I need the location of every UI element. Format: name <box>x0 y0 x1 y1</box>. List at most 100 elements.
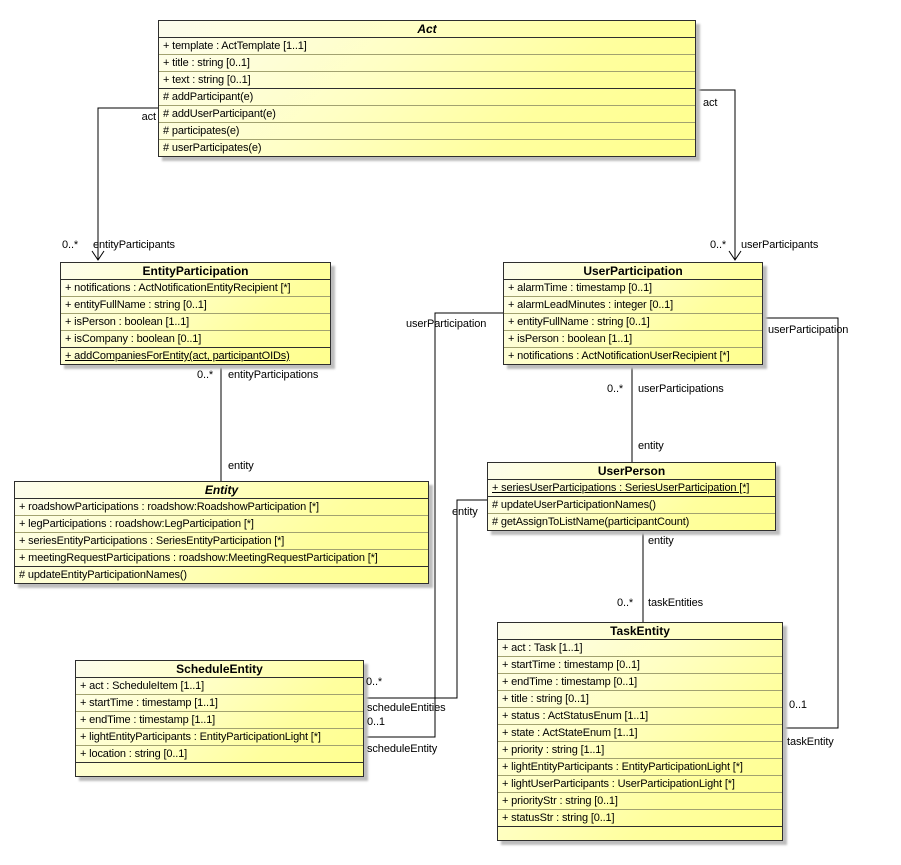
attribute: + legParticipations : roadshow:LegPartic… <box>15 516 428 533</box>
attribute: + isPerson : boolean [1..1] <box>504 331 762 348</box>
arrowhead-open-icon <box>91 250 105 261</box>
attributes-compartment: + roadshowParticipations : roadshow:Road… <box>15 499 428 566</box>
attribute: + isCompany : boolean [0..1] <box>65 333 202 345</box>
edge-label-role: entity <box>228 460 254 472</box>
attribute: + endTime : timestamp [0..1] <box>498 674 782 691</box>
attribute: + title : string [0..1] <box>159 55 695 72</box>
attribute: + startTime : timestamp [1..1] <box>76 695 363 712</box>
arrowhead-open-icon <box>728 250 742 261</box>
edge-act-entityparticipation[interactable] <box>97 107 158 260</box>
edge-label-role: entity <box>452 506 478 518</box>
class-title: UserPerson <box>488 463 775 480</box>
attributes-compartment: + act : Task [1..1] + startTime : timest… <box>498 640 782 826</box>
operations-compartment: # addParticipant(e) # addUserParticipant… <box>159 88 695 156</box>
operations-compartment: # updateEntityParticipationNames() <box>15 566 428 583</box>
class-title: TaskEntity <box>498 623 782 640</box>
attribute: + text : string [0..1] <box>163 74 251 86</box>
attribute: + endTime : timestamp [1..1] <box>76 712 363 729</box>
attribute: + act : Task [1..1] <box>498 640 782 657</box>
attribute: + location : string [0..1] <box>80 748 188 760</box>
attribute: + notifications : ActNotificationEntityR… <box>61 280 330 297</box>
edge-label-role: act <box>141 111 156 123</box>
class-entity[interactable]: Entity + roadshowParticipations : roadsh… <box>14 481 429 584</box>
edge-label-role: userParticipation <box>406 318 487 330</box>
edge-label-role: entityParticipations <box>228 369 319 381</box>
attribute: + status : ActStatusEnum [1..1] <box>498 708 782 725</box>
edge-label-multiplicity: 0..* <box>607 383 624 395</box>
edge-label-role: entity <box>638 440 664 452</box>
operation: # userParticipates(e) <box>163 142 262 154</box>
edge-label-role: act <box>703 97 718 109</box>
edge-label-multiplicity: 0..* <box>62 239 79 251</box>
attributes-compartment: + notifications : ActNotificationEntityR… <box>61 280 330 347</box>
operations-compartment <box>498 826 782 840</box>
edge-label-role: entity <box>648 535 674 547</box>
operations-compartment: + addCompaniesForEntity(act, participant… <box>61 347 330 364</box>
class-title: EntityParticipation <box>61 263 330 280</box>
edge-userparticipation-taskentity[interactable] <box>762 317 839 729</box>
operation: # getAssignToListName(participantCount) <box>492 516 690 528</box>
operations-compartment <box>76 762 363 776</box>
edge-label-role: userParticipants <box>741 239 819 251</box>
attribute: + lightEntityParticipants : EntityPartic… <box>498 759 782 776</box>
operation: + addCompaniesForEntity(act, participant… <box>65 350 290 362</box>
edge-label-multiplicity: 0..* <box>617 597 634 609</box>
edge-act-userparticipation[interactable] <box>695 89 736 260</box>
class-scheduleentity[interactable]: ScheduleEntity + act : ScheduleItem [1..… <box>75 660 364 777</box>
attributes-compartment: + template : ActTemplate [1..1] + title … <box>159 38 695 88</box>
attribute: + entityFullName : string [0..1] <box>504 314 762 331</box>
edge-label-multiplicity: 0..1 <box>367 716 385 728</box>
attribute: + state : ActStateEnum [1..1] <box>498 725 782 742</box>
class-userperson[interactable]: UserPerson + seriesUserParticipations : … <box>487 462 776 531</box>
edge-label-role: taskEntity <box>787 736 834 748</box>
operation: # addUserParticipant(e) <box>159 106 695 123</box>
attribute: + statusStr : string [0..1] <box>502 812 615 824</box>
edge-label-role: scheduleEntity <box>367 743 438 755</box>
attribute: + startTime : timestamp [0..1] <box>498 657 782 674</box>
attribute: + alarmLeadMinutes : integer [0..1] <box>504 297 762 314</box>
class-entityparticipation[interactable]: EntityParticipation + notifications : Ac… <box>60 262 331 365</box>
class-userparticipation[interactable]: UserParticipation + alarmTime : timestam… <box>503 262 763 365</box>
attribute: + entityFullName : string [0..1] <box>61 297 330 314</box>
operation: # participates(e) <box>159 123 695 140</box>
attribute: + isPerson : boolean [1..1] <box>61 314 330 331</box>
attributes-compartment: + seriesUserParticipations : SeriesUserP… <box>488 480 775 496</box>
attribute: + seriesUserParticipations : SeriesUserP… <box>492 482 750 494</box>
operation: # updateUserParticipationNames() <box>488 497 775 514</box>
class-title: Act <box>159 21 695 38</box>
attribute: + seriesEntityParticipations : SeriesEnt… <box>15 533 428 550</box>
attributes-compartment: + act : ScheduleItem [1..1] + startTime … <box>76 678 363 762</box>
attribute: + lightUserParticipants : UserParticipat… <box>498 776 782 793</box>
edge-label-role: userParticipations <box>638 383 724 395</box>
attribute: + priority : string [1..1] <box>498 742 782 759</box>
edge-label-role: entityParticipants <box>93 239 175 251</box>
attributes-compartment: + alarmTime : timestamp [0..1] + alarmLe… <box>504 280 762 364</box>
edge-label-role: userParticipation <box>768 324 849 336</box>
attribute: + alarmTime : timestamp [0..1] <box>504 280 762 297</box>
attribute: + meetingRequestParticipations : roadsho… <box>19 552 378 564</box>
operation: # updateEntityParticipationNames() <box>19 569 187 581</box>
edge-label-multiplicity: 0..* <box>710 239 727 251</box>
class-taskentity[interactable]: TaskEntity + act : Task [1..1] + startTi… <box>497 622 783 841</box>
operations-compartment: # updateUserParticipationNames() # getAs… <box>488 496 775 530</box>
class-title: ScheduleEntity <box>76 661 363 678</box>
attribute: + notifications : ActNotificationUserRec… <box>508 350 730 362</box>
class-act[interactable]: Act + template : ActTemplate [1..1] + ti… <box>158 20 696 157</box>
edge-label-multiplicity: 0..* <box>366 676 383 688</box>
attribute: + template : ActTemplate [1..1] <box>159 38 695 55</box>
operation: # addParticipant(e) <box>159 89 695 106</box>
edge-label-role: taskEntities <box>648 597 704 609</box>
attribute: + lightEntityParticipants : EntityPartic… <box>76 729 363 746</box>
attribute: + priorityStr : string [0..1] <box>498 793 782 810</box>
class-title: Entity <box>15 482 428 499</box>
attribute: + act : ScheduleItem [1..1] <box>76 678 363 695</box>
edge-label-multiplicity: 0..* <box>197 369 214 381</box>
edge-label-role: scheduleEntities <box>367 702 446 714</box>
edge-label-multiplicity: 0..1 <box>789 699 807 711</box>
edge-userperson-scheduleentity[interactable] <box>363 499 487 699</box>
edge-userparticipation-scheduleentity[interactable] <box>363 312 503 738</box>
attribute: + title : string [0..1] <box>498 691 782 708</box>
class-title: UserParticipation <box>504 263 762 280</box>
